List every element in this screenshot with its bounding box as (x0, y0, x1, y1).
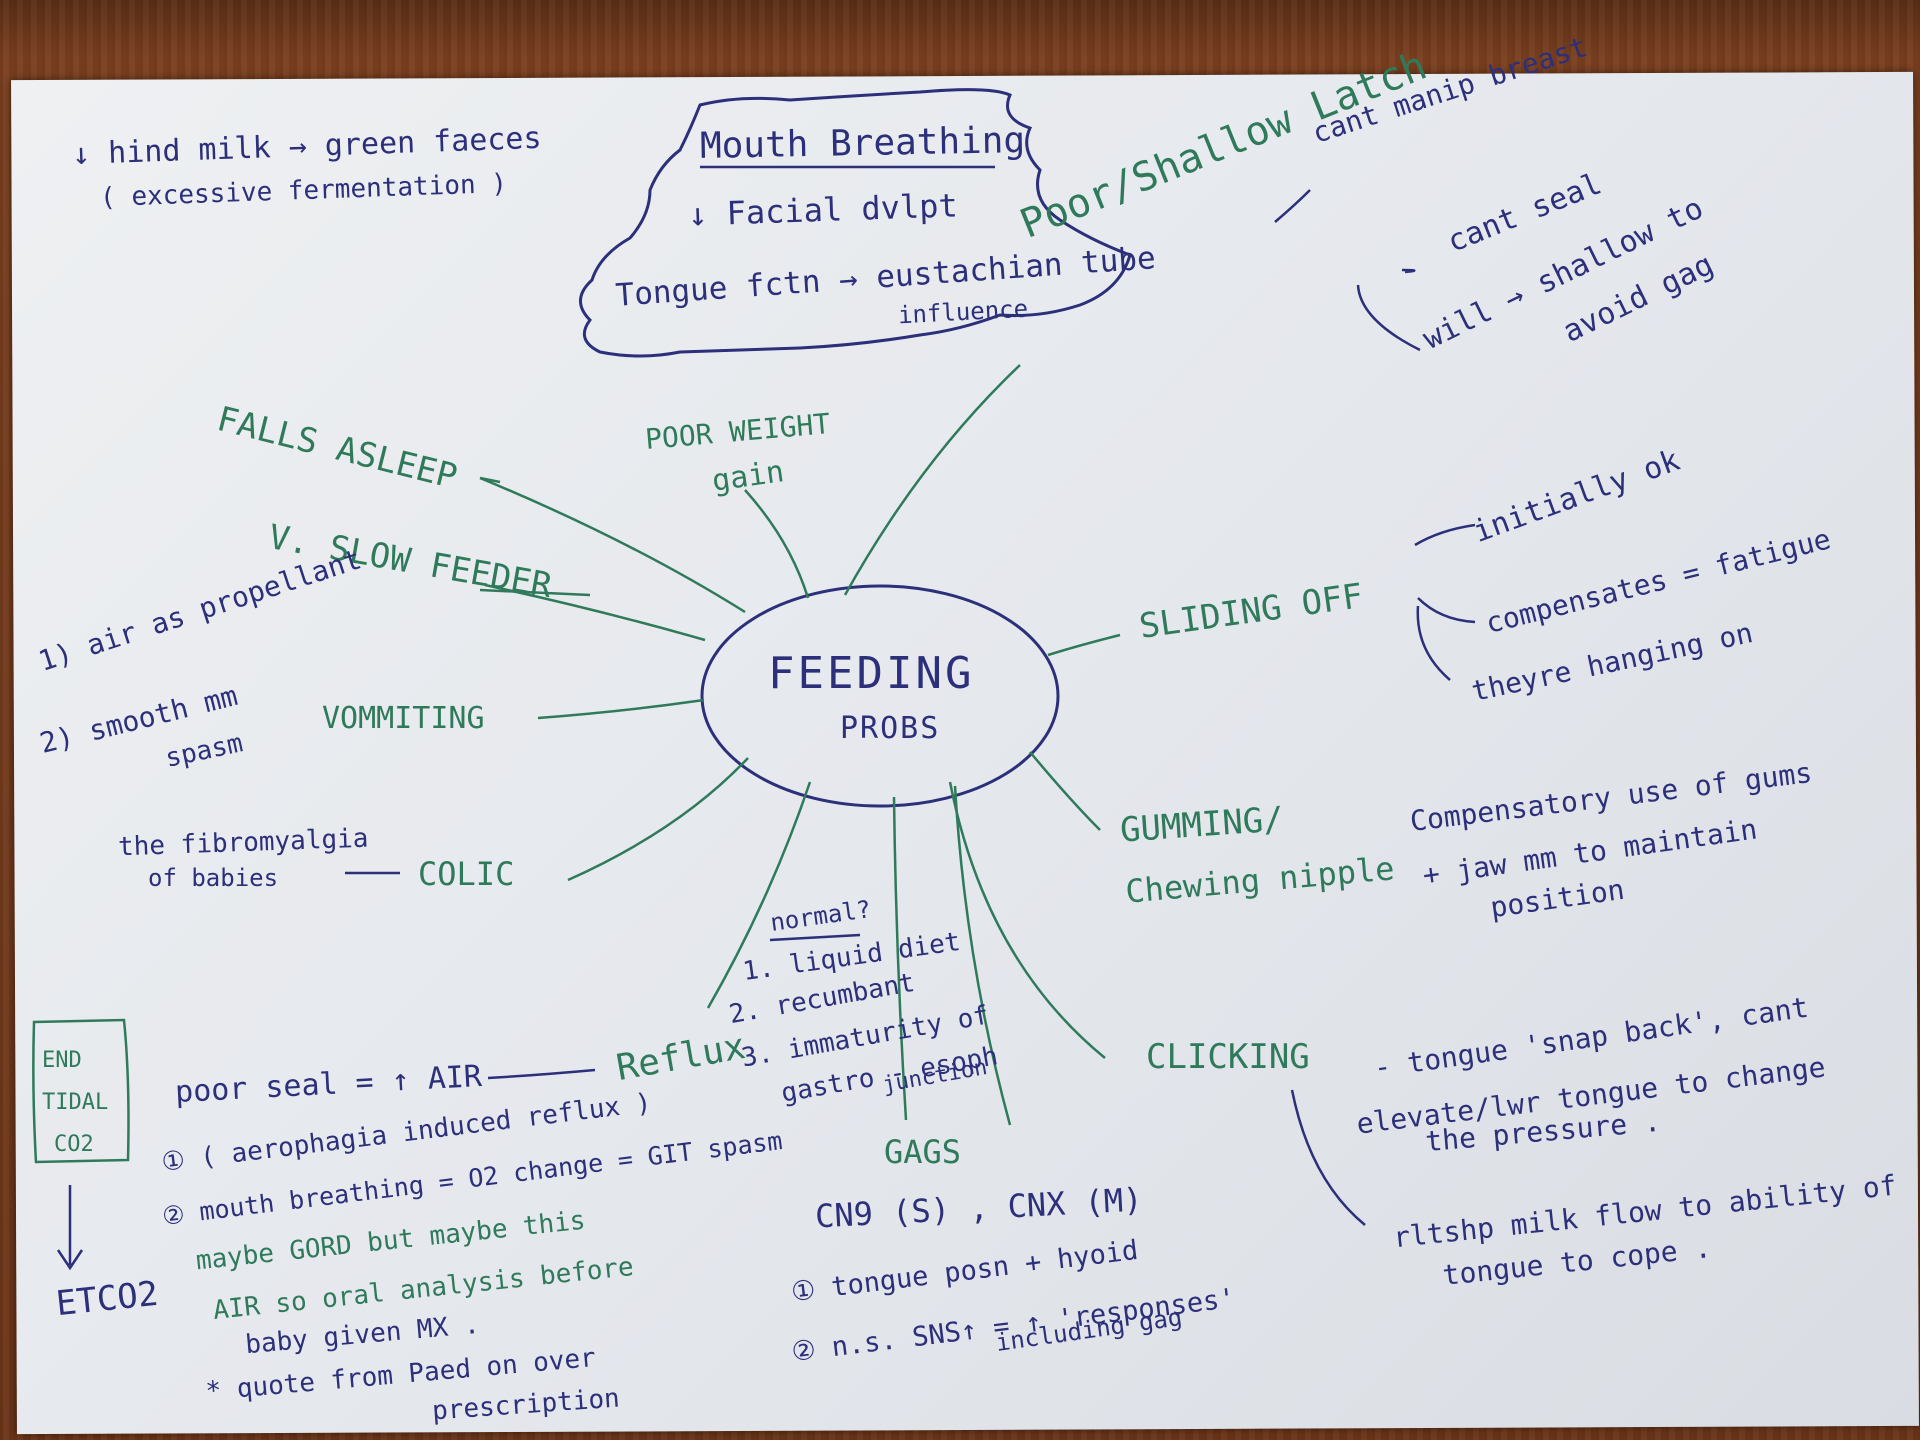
colic-note-babies: of babies (148, 866, 278, 890)
center-subtitle: PROBS (840, 714, 940, 744)
gags-label: GAGS (884, 1136, 961, 1168)
branch-colic (568, 758, 748, 880)
etco2-arrow (58, 1185, 82, 1268)
vomiting-label: VOMMITING (322, 704, 485, 734)
etco2-box-line-1: END (42, 1050, 82, 1072)
normal-underline (770, 935, 860, 940)
etco2-box-line-3: CO2 (54, 1134, 94, 1156)
branch-weight (745, 490, 808, 598)
gumming-label: GUMMING/ (1119, 802, 1285, 847)
sliding-sub-2 (1418, 598, 1475, 622)
branch-vomiting (538, 700, 704, 718)
center-title: FEEDING (768, 652, 974, 696)
influence-note: influence (897, 297, 1028, 328)
etco2-label: ETCO2 (55, 1277, 160, 1322)
clicking-label: CLICKING (1146, 1040, 1310, 1074)
seal-line (488, 1070, 595, 1078)
etco2-box-line-2: TIDAL (42, 1092, 108, 1114)
mouth-breathing-title: Mouth Breathing (700, 123, 1026, 165)
branch-gumming (1030, 752, 1100, 830)
branch-latch (845, 365, 1020, 595)
sliding-sub-1 (1415, 525, 1475, 545)
colic-label: COLIC (418, 858, 514, 890)
latch-sub-2 (1402, 270, 1414, 272)
facial-development-note: ↓ Facial dvlpt (688, 189, 959, 230)
latch-sub-3 (1358, 285, 1420, 350)
latch-sub-1 (1275, 190, 1310, 222)
branch-sliding (1048, 635, 1120, 655)
